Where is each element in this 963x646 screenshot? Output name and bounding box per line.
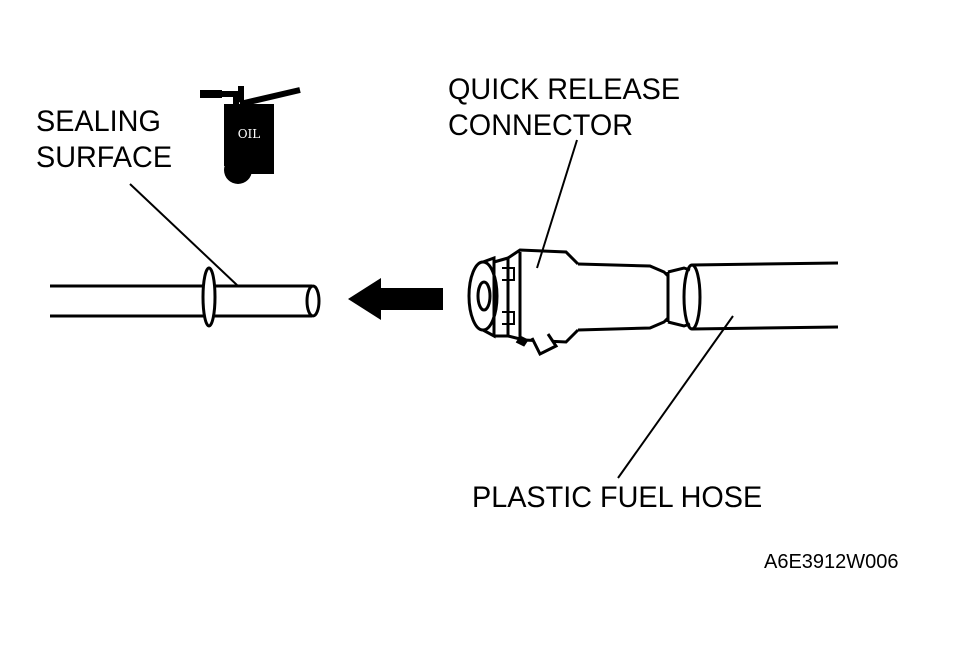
oil-can-icon: OIL	[200, 86, 301, 184]
sealing-surface-label-line-1: SEALING	[36, 105, 161, 138]
connector-leader	[536, 139, 578, 269]
sealing-surface-leader	[129, 183, 239, 287]
quick-release-connector	[467, 248, 702, 357]
quick-release-connector-label: QUICK RELEASE CONNECTOR	[448, 72, 680, 144]
plastic-fuel-hose-label: PLASTIC FUEL HOSE	[472, 481, 763, 514]
plastic-fuel-hose	[691, 261, 839, 331]
oil-icon-label: OIL	[238, 127, 261, 141]
sealing-surface-label-line-2: SURFACE	[36, 141, 173, 174]
quick-release-connector-label-line-2: CONNECTOR	[448, 109, 634, 142]
figure-code: A6E3912W006	[764, 551, 899, 573]
sealing-surface-label: SEALING SURFACE	[36, 104, 172, 176]
insertion-direction-arrow	[348, 278, 443, 320]
metal-fuel-pipe	[50, 266, 321, 328]
leader-lines	[129, 139, 734, 479]
fuel-hose-leader	[617, 315, 734, 479]
quick-release-connector-label-line-1: QUICK RELEASE	[448, 73, 681, 106]
